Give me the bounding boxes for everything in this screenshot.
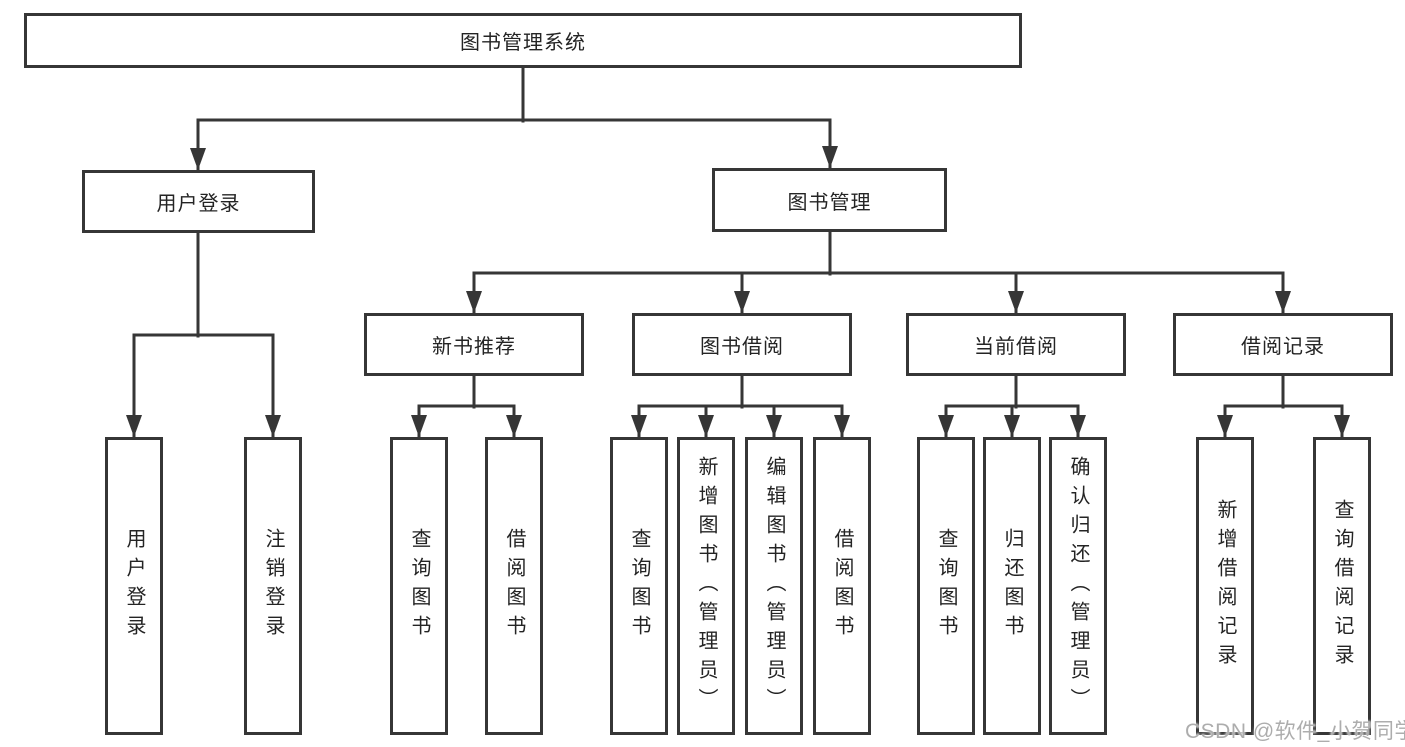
- leaf-query-books: 查询图书: [610, 437, 668, 735]
- node-library-management-system: 图书管理系统: [24, 13, 1022, 68]
- node-borrow-records: 借阅记录: [1173, 313, 1393, 376]
- node-book-management: 图书管理: [712, 168, 947, 232]
- leaf-query-borrow-record: 查询借阅记录: [1313, 437, 1371, 735]
- leaf-borrow-books: 借阅图书: [813, 437, 871, 735]
- node-user-login: 用户登录: [82, 170, 315, 233]
- leaf-query-books: 查询图书: [390, 437, 448, 735]
- leaf-edit-books-admin: 编辑图书（管理员）: [745, 437, 803, 735]
- leaf-borrow-books: 借阅图书: [485, 437, 543, 735]
- leaf-query-books: 查询图书: [917, 437, 975, 735]
- leaf-user-login: 用户登录: [105, 437, 163, 735]
- node-current-borrow: 当前借阅: [906, 313, 1126, 376]
- node-book-borrow: 图书借阅: [632, 313, 852, 376]
- leaf-return-books: 归还图书: [983, 437, 1041, 735]
- leaf-logout: 注销登录: [244, 437, 302, 735]
- csdn-watermark: CSDN @软件_小贺同学: [1185, 720, 1405, 743]
- leaf-add-books-admin: 新增图书（管理员）: [677, 437, 735, 735]
- leaf-confirm-return-admin: 确认归还（管理员）: [1049, 437, 1107, 735]
- leaf-add-borrow-record: 新增借阅记录: [1196, 437, 1254, 735]
- node-new-book-recommend: 新书推荐: [364, 313, 584, 376]
